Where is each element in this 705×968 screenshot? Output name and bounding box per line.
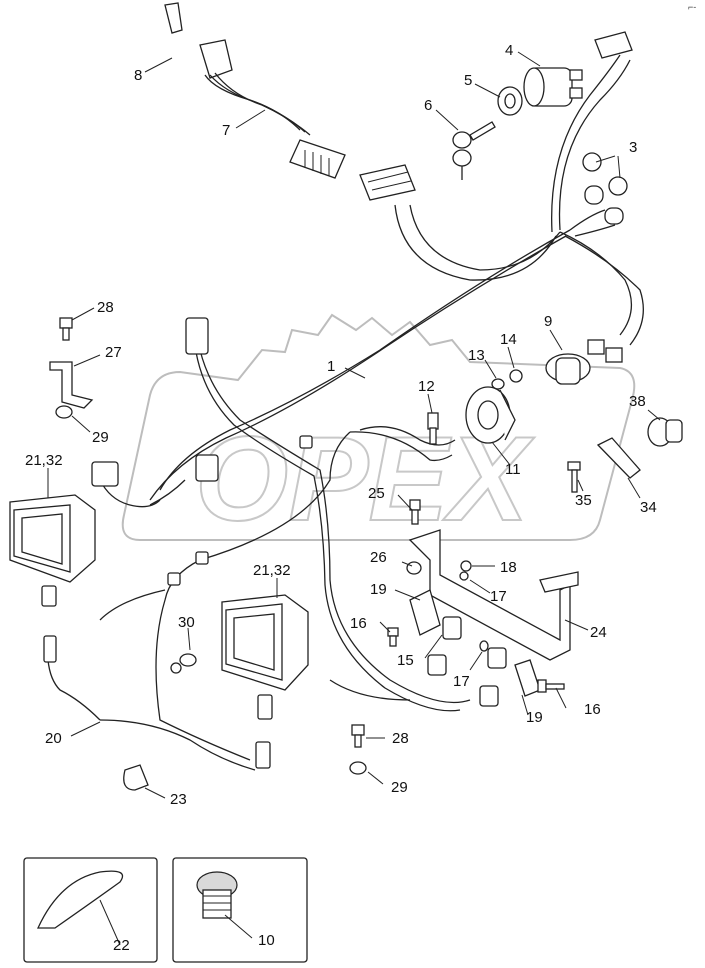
callout-9: 9	[544, 313, 552, 330]
callout-21-32-right: 21,32	[253, 562, 291, 579]
relay-bracket-lower	[514, 659, 541, 697]
bulbs	[582, 152, 628, 225]
callout-13: 13	[468, 347, 485, 364]
relay-switch	[545, 339, 623, 385]
callout-19b: 19	[526, 709, 543, 726]
bolt-28-lower	[351, 724, 365, 748]
callout-22: 22	[113, 937, 130, 954]
small-hardware	[459, 560, 489, 652]
callout-38: 38	[629, 393, 646, 410]
callout-10: 10	[258, 932, 275, 949]
washer-29-upper	[55, 405, 73, 419]
cable-clip	[123, 764, 149, 791]
callout-7: 7	[222, 122, 230, 139]
small-nuts	[491, 369, 523, 390]
callout-3: 3	[629, 139, 637, 156]
callout-11: 11	[505, 461, 521, 478]
ring-terminal	[170, 653, 197, 674]
callout-16a: 16	[350, 615, 367, 632]
callout-17b: 17	[453, 673, 470, 690]
callout-30: 30	[178, 614, 195, 631]
callout-6: 6	[424, 97, 432, 114]
callout-28b: 28	[392, 730, 409, 747]
switch-pigtail-harness	[164, 2, 346, 179]
callout-29a: 29	[92, 429, 109, 446]
callout-18: 18	[500, 559, 517, 576]
work-lamp-left	[9, 494, 96, 583]
callout-1: 1	[327, 358, 335, 375]
callout-4: 4	[505, 42, 513, 59]
lamp-connectors	[41, 585, 273, 769]
horn	[465, 386, 516, 444]
bracket-27	[49, 361, 94, 409]
ignition-switch	[523, 67, 583, 107]
bolt-16-lower	[537, 679, 565, 693]
callout-26: 26	[370, 549, 387, 566]
callout-12: 12	[418, 378, 435, 395]
relay-bracket-upper	[409, 589, 441, 636]
callout-24: 24	[590, 624, 607, 641]
relays	[427, 616, 507, 707]
switch-nut	[497, 86, 523, 116]
nut-26	[406, 561, 422, 575]
main-harness-wires	[47, 54, 644, 771]
callout-27: 27	[105, 344, 122, 361]
callout-8: 8	[134, 67, 142, 84]
indicator-light	[647, 417, 683, 447]
work-lamp-right	[221, 594, 309, 691]
callout-15: 15	[397, 652, 414, 669]
callout-17a: 17	[490, 588, 507, 605]
callout-5: 5	[464, 72, 472, 89]
leader-lines	[47, 51, 661, 946]
callout-34: 34	[640, 499, 657, 516]
lamp-bracket	[408, 529, 579, 661]
bolt-28-upper	[59, 317, 73, 341]
callout-19a: 19	[370, 581, 387, 598]
bolt-16-upper	[387, 627, 399, 647]
callout-29b: 29	[391, 779, 408, 796]
left-harness-connectors	[91, 317, 313, 586]
harness-connector	[359, 164, 416, 201]
top-connector	[594, 31, 633, 59]
bolt-25	[409, 499, 421, 525]
callout-20: 20	[45, 730, 62, 747]
callout-25: 25	[368, 485, 385, 502]
callout-23: 23	[170, 791, 187, 808]
washer-29-lower	[349, 761, 367, 775]
bolt-12	[427, 412, 439, 445]
callout-16b: 16	[584, 701, 601, 718]
inset-cable-tie	[23, 857, 158, 963]
mounting-clamp	[596, 437, 641, 479]
ignition-keys	[452, 121, 496, 180]
callout-35: 35	[575, 492, 592, 509]
inset-fitting	[172, 857, 308, 963]
callout-labels: 1 3 4 5 6 7 8 9 10 11 12 13 14 15 16 16 …	[25, 42, 657, 954]
corner-mark: ⌐-	[688, 2, 696, 12]
callout-14: 14	[500, 331, 517, 348]
bolt-35	[567, 461, 581, 493]
callout-21-32-left: 21,32	[25, 452, 63, 469]
callout-28a: 28	[97, 299, 114, 316]
